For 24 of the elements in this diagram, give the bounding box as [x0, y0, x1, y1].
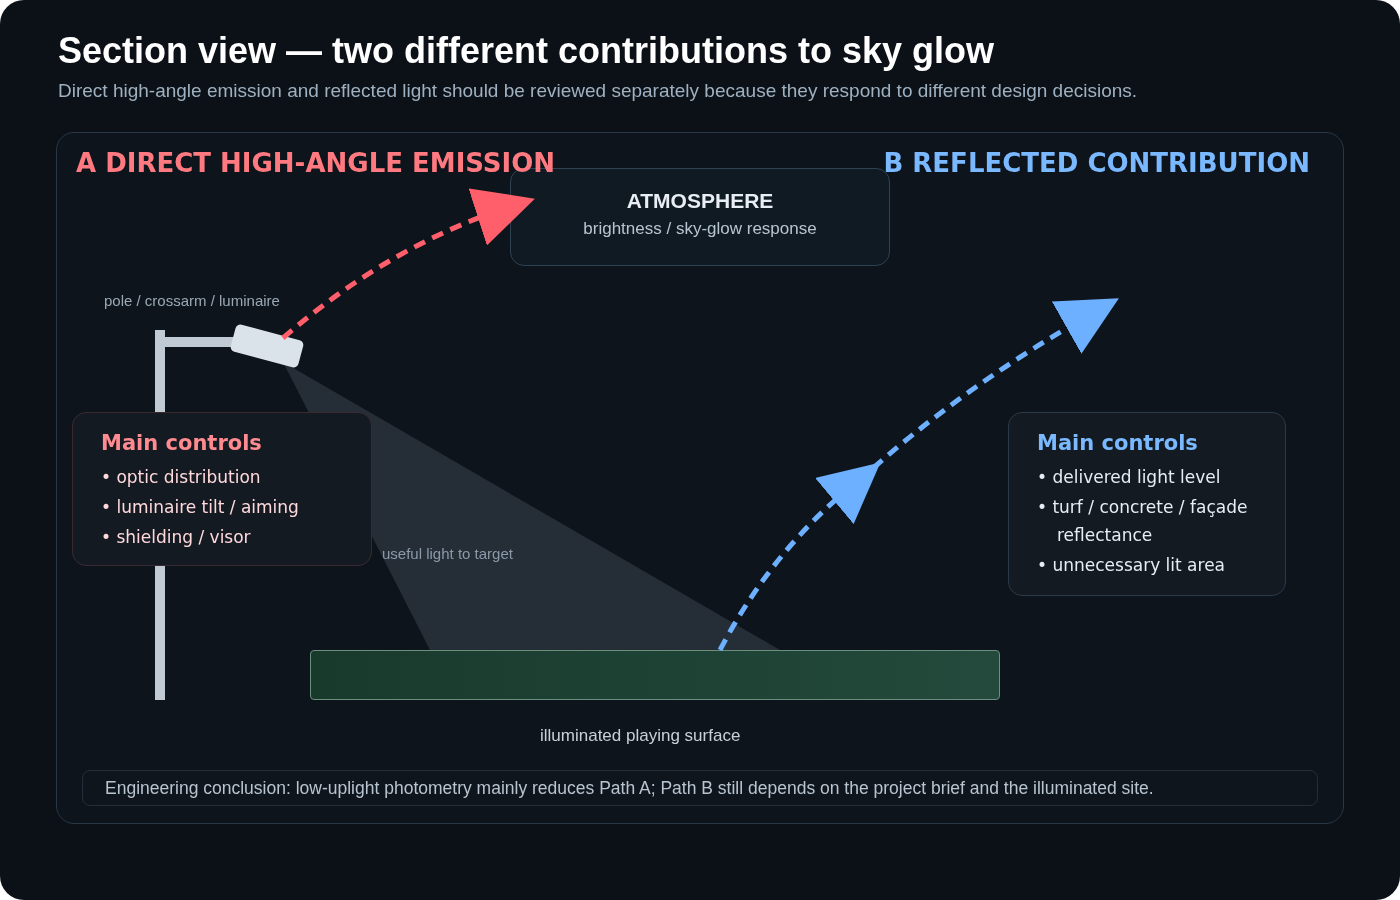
- caption-label: pole / crossarm / luminaire: [104, 292, 280, 309]
- card-heading: Main controls: [1037, 431, 1199, 455]
- dashed-arrow: [717, 298, 1119, 652]
- controls-card: [1008, 412, 1286, 596]
- bullet-item: • delivered light level: [1037, 466, 1222, 489]
- section-heading: A DIRECT HIGH-ANGLE EMISSION: [76, 148, 556, 178]
- bullet-item: • turf / concrete / façade reflectance: [1037, 496, 1249, 547]
- section-heading: B REFLECTED CONTRIBUTION: [883, 148, 1310, 178]
- bullet-item: • shielding / visor: [101, 526, 252, 549]
- box-subtext: brightness / sky-glow response: [582, 219, 818, 239]
- bullet-item: • luminaire tilt / aiming: [101, 496, 300, 519]
- subtitle: Direct high-angle emission and reflected light should be reviewed separately because they respond to different design decisions.: [58, 80, 1138, 102]
- conclusion-box: [82, 770, 1318, 806]
- conclusion-text: Engineering conclusion: low-uplight photometry mainly reduces Path A; Path B still depends on the project brief and the illuminated site.: [105, 777, 1155, 800]
- bullet-item: • optic distribution: [101, 466, 262, 489]
- box-heading: ATMOSPHERE: [625, 189, 775, 213]
- caption-label: illuminated playing surface: [540, 726, 741, 746]
- beam-label: useful light to target: [382, 545, 513, 562]
- title: Section view — two different contributions to sky glow: [58, 30, 995, 72]
- bullet-item: • unnecessary lit area: [1037, 554, 1227, 577]
- controls-card: [72, 412, 372, 566]
- dashed-arrow: [281, 189, 535, 340]
- playing-surface: [310, 650, 1000, 700]
- card-heading: Main controls: [101, 431, 263, 455]
